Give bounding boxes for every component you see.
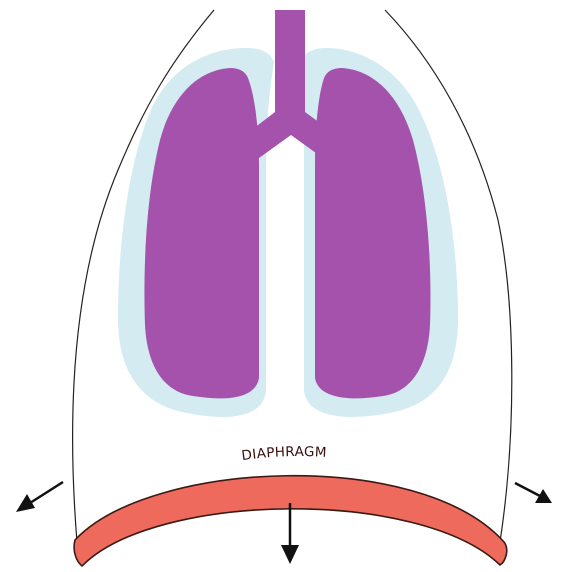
- svg-text:DIAPHRAGM: DIAPHRAGM: [241, 444, 328, 464]
- arrow-down-left-icon: [16, 482, 63, 512]
- arrow-down-right-icon: [515, 483, 552, 503]
- diaphragm-label: DIAPHRAGM: [241, 444, 328, 464]
- arrow-down-icon: [281, 503, 299, 564]
